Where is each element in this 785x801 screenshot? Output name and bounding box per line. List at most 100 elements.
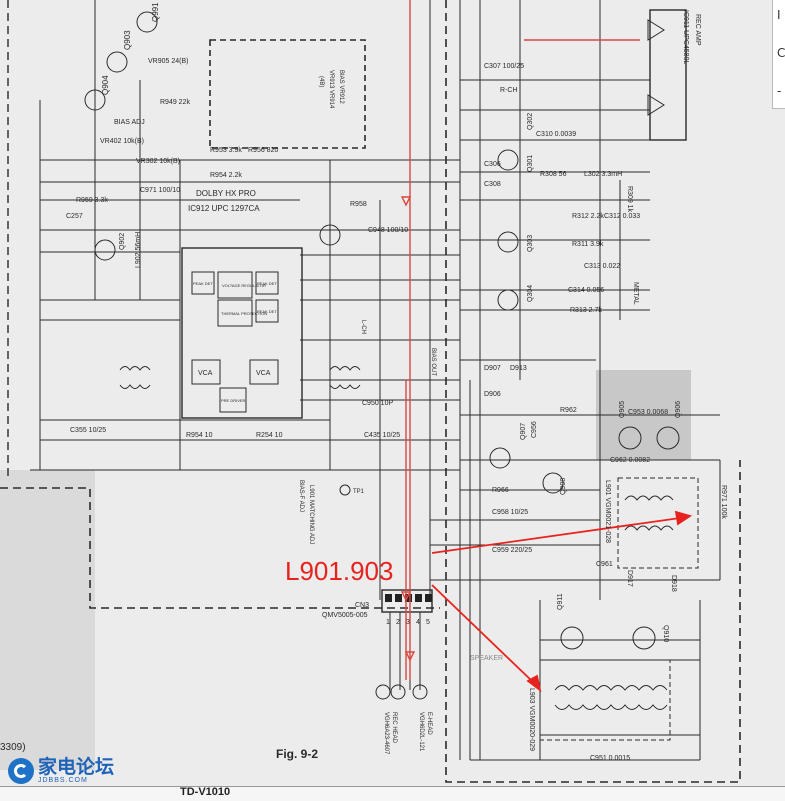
side-panel-char-1: I (777, 8, 781, 22)
note-speaker: SPEAKER (470, 655, 503, 662)
peak-det-block-2 (255, 271, 279, 295)
transistor-q910 (632, 626, 656, 650)
transistor-q-dolby (319, 224, 341, 246)
e-head (412, 684, 428, 700)
label-q905: Q905 (619, 401, 626, 418)
voltage-regulator-block (217, 271, 253, 299)
label-vr905: VR905 24(B) (148, 58, 188, 65)
label-d913: D913 (510, 365, 527, 372)
label-r954: R954 2.2k (210, 172, 242, 179)
side-panel-char-2: C (777, 46, 785, 60)
watermark-logo: 家电论坛 JDBBS.COM (8, 758, 114, 788)
label-q301: Q301 (527, 155, 534, 172)
label-q904: Q904 (101, 75, 110, 95)
logo-icon (8, 758, 34, 784)
footer-part-number: TD-V1010 (180, 786, 231, 798)
coil-l903-winding (554, 685, 668, 710)
label-c948: C948 100/10 (368, 227, 408, 234)
page-fragment-left: 3309) (0, 742, 26, 753)
annotation-label: L901.903 (285, 556, 393, 586)
note-bias-out: BIAS OUT (430, 348, 436, 376)
vca-block-1 (191, 359, 221, 385)
note-bias-f-adj: BIAS-F ADJ (298, 480, 304, 512)
connector-pin-1: 1 (386, 619, 390, 626)
thermal-protection-block (217, 299, 253, 327)
annotation-arrow-l903 (431, 584, 534, 683)
coil-l902 (119, 366, 151, 389)
label-c257: C257 (66, 213, 83, 220)
label-q911: Q911 (557, 593, 564, 610)
board-outline-left (0, 487, 440, 609)
signal-arrows (400, 196, 416, 662)
label-l901: L901 VGM0021-028 (604, 480, 611, 543)
watermark-cn: 家电论坛 (38, 756, 115, 778)
label-r313: R313 2.7k (570, 307, 602, 314)
transistor-q911 (560, 626, 584, 650)
bias-vr-line-1: BIAS VR912 (338, 70, 344, 104)
label-d917: D917 (626, 570, 633, 587)
label-c435: C435 10/25 (364, 432, 400, 439)
connector-pin-5: 5 (426, 619, 430, 626)
pre-driver-block (219, 387, 247, 413)
transistor-q304 (497, 289, 519, 311)
label-q991: Q991 (151, 2, 160, 22)
note-metal: METAL (632, 282, 639, 305)
label-r949: R949 22k (160, 99, 190, 106)
rec-head-right (390, 684, 406, 700)
label-q907: Q907 (520, 423, 527, 440)
label-c355: C355 10/25 (70, 427, 106, 434)
label-r962: R962 (560, 407, 577, 414)
label-c310: C310 0.0039 (536, 131, 576, 138)
transistor-q907 (489, 447, 511, 469)
rec-amp-title: REC AMP (694, 14, 701, 46)
label-c953: C953 0.0068 (628, 409, 668, 416)
label-q304: Q304 (527, 285, 534, 302)
label-l902: L902 56mH (135, 232, 142, 268)
label-c962: C962 0.0082 (610, 457, 650, 464)
sub-block-pre-driver: PRE DRIVER (221, 398, 246, 403)
label-r958: R958 (350, 201, 367, 208)
label-c961: C961 (596, 561, 613, 568)
label-r956: R956 820 (248, 147, 278, 154)
transistor-q301 (497, 149, 519, 171)
dolby-ic-body (181, 247, 303, 419)
dolby-ic-part: IC912 UPC 1297CA (188, 204, 260, 213)
label-q902: Q902 (119, 233, 126, 250)
transistor-q904 (84, 89, 106, 111)
label-r254: R254 10 (256, 432, 283, 439)
label-c307: C307 100/25 (484, 63, 524, 70)
bias-vr-line-2: VR913 VR914 (328, 70, 334, 109)
label-vr302: VR302 10k(B) (136, 158, 180, 165)
e-head-part: VGH6D2L-121 (418, 712, 424, 752)
label-r308: R308 56 (540, 171, 567, 178)
transistor-q903 (106, 51, 128, 73)
note-l901-matching-adj: L901 MATCHING ADJ (308, 485, 314, 544)
connector-part: QMV5005-005 (322, 612, 368, 619)
sub-block-thermal-protection: THERMAL PROTECTION (221, 311, 267, 316)
label-cn3: CN3 (355, 602, 369, 609)
label-q303: Q303 (527, 235, 534, 252)
transistor-q906 (656, 426, 680, 450)
board-outline-right (445, 0, 741, 783)
label-l302: L302 3.3mH (584, 171, 622, 178)
figure-caption: Fig. 9-2 (276, 747, 318, 761)
label-r954b: R954 10 (186, 432, 213, 439)
label-r311: R311 3.9k (572, 241, 604, 248)
label-d907: D907 (484, 365, 501, 372)
peak-det-block-3 (255, 299, 279, 323)
label-q906: Q906 (675, 401, 682, 418)
sub-block-vca-2: VCA (256, 370, 271, 377)
note-tp1: TP1 (353, 489, 365, 495)
label-l903: L903 VGM0020-029 (528, 688, 535, 751)
coil-l901-dashed-box (617, 477, 699, 569)
shaded-area-left (0, 470, 95, 770)
sub-block-peak-det-2: PEAK DET (257, 281, 277, 286)
connector-pin-3: 3 (406, 619, 410, 626)
label-d906: D906 (484, 391, 501, 398)
bias-vr-box (209, 39, 366, 149)
connector-pin-2: 2 (396, 619, 400, 626)
transistor-q902 (94, 239, 116, 261)
sub-block-peak-det-1: PEAK DET (193, 281, 213, 286)
label-r953: R953 3.9k (210, 147, 242, 154)
label-q903: Q903 (123, 30, 132, 50)
